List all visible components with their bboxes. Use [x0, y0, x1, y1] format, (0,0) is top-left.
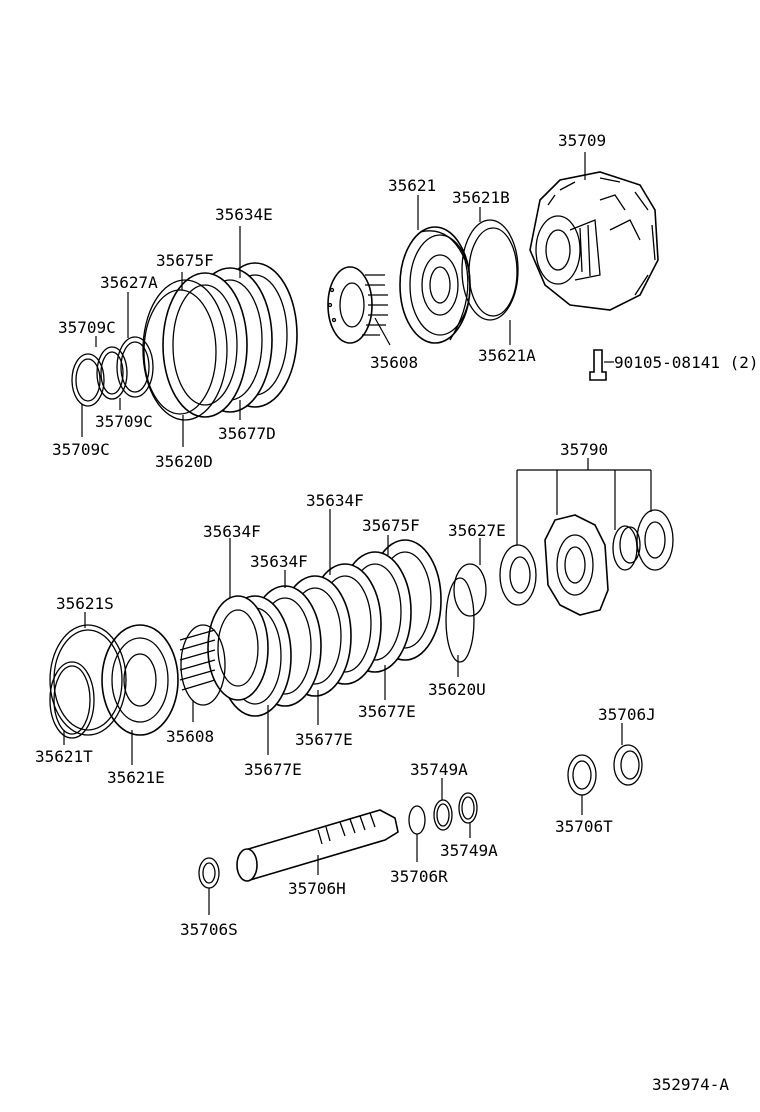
- label-35677E-a: 35677E: [358, 702, 416, 721]
- label-35608-top: 35608: [370, 353, 418, 372]
- label-35677E-c: 35677E: [244, 760, 302, 779]
- piston-35621: [399, 226, 471, 344]
- rings-35749A: [433, 792, 478, 831]
- label-35621: 35621: [388, 176, 436, 195]
- label-35620U: 35620U: [428, 680, 486, 699]
- label-35709C-a: 35709C: [58, 318, 116, 337]
- seal-35621B: [461, 219, 519, 321]
- label-35621E: 35621E: [107, 768, 165, 787]
- label-35627A: 35627A: [100, 273, 158, 292]
- label-35706J: 35706J: [598, 705, 656, 724]
- bolt-90105: [589, 349, 607, 381]
- label-35634F-b: 35634F: [203, 522, 261, 541]
- shaft-35706H: [236, 809, 399, 882]
- label-35621A: 35621A: [478, 346, 536, 365]
- drum-35709: [529, 171, 659, 311]
- label-35608-mid: 35608: [166, 727, 214, 746]
- label-35709: 35709: [558, 131, 606, 150]
- label-35706H: 35706H: [288, 879, 346, 898]
- clutch-pack-upper: [142, 262, 298, 421]
- spring-35608-top: [327, 266, 388, 344]
- piston-35621E: [49, 624, 179, 739]
- label-35621S: 35621S: [56, 594, 114, 613]
- spring-35608-mid: [179, 624, 226, 706]
- diagram-code: 352974-A: [652, 1075, 729, 1094]
- label-35709C-b: 35709C: [95, 412, 153, 431]
- label-35790: 35790: [560, 440, 608, 459]
- bearing-35706J: [613, 744, 643, 786]
- label-35675F-mid: 35675F: [362, 516, 420, 535]
- assembly-35790: [499, 509, 674, 616]
- label-35620D: 35620D: [155, 452, 213, 471]
- label-35627E: 35627E: [448, 521, 506, 540]
- label-35634F-c: 35634F: [250, 552, 308, 571]
- clutch-pack-lower: [207, 539, 487, 717]
- label-35677D: 35677D: [218, 424, 276, 443]
- washer-35706S: [198, 857, 220, 889]
- snap-rings-upper: [71, 336, 154, 407]
- label-35634F-a: 35634F: [306, 491, 364, 510]
- label-35675F-top: 35675F: [156, 251, 214, 270]
- label-35621B: 35621B: [452, 188, 510, 207]
- label-35677E-b: 35677E: [295, 730, 353, 749]
- label-35706S: 35706S: [180, 920, 238, 939]
- label-35634E: 35634E: [215, 205, 273, 224]
- label-35749A-a: 35749A: [410, 760, 468, 779]
- label-35706R: 35706R: [390, 867, 448, 886]
- label-35621T: 35621T: [35, 747, 93, 766]
- race-35706T: [567, 754, 597, 796]
- ring-35706R: [408, 805, 426, 835]
- label-90105: 90105-08141 (2): [614, 353, 759, 372]
- label-35709C-c: 35709C: [52, 440, 110, 459]
- label-35749A-b: 35749A: [440, 841, 498, 860]
- label-35706T: 35706T: [555, 817, 613, 836]
